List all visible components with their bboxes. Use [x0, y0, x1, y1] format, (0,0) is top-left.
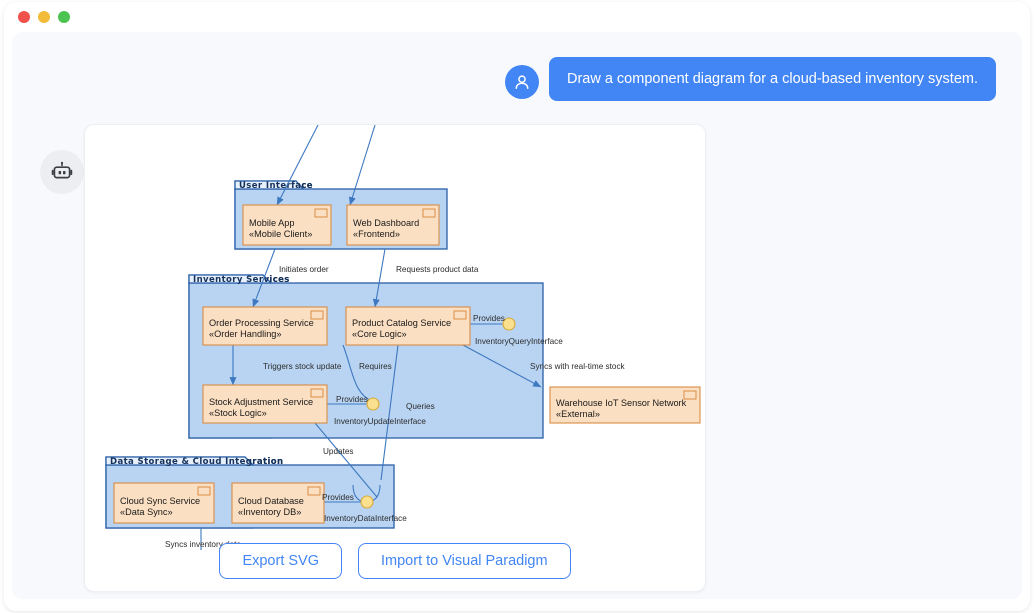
component-name: Product Catalog Service — [352, 318, 451, 328]
edge-label: Queries — [406, 402, 435, 411]
component-stereotype: «Stock Logic» — [209, 408, 267, 418]
component-name: Mobile App — [249, 218, 294, 228]
provides-label: Provides — [336, 395, 368, 404]
component-stereotype: «Order Handling» — [209, 329, 282, 339]
interface-ball-inventory-update[interactable] — [366, 397, 380, 411]
component-web-dashboard[interactable]: Web Dashboard «Frontend» — [346, 204, 440, 246]
component-order-processing-service[interactable]: Order Processing Service «Order Handling… — [202, 306, 328, 346]
component-product-catalog-service[interactable]: Product Catalog Service «Core Logic» — [345, 306, 471, 346]
provides-label: Provides — [473, 314, 505, 323]
interface-ball-inventory-query[interactable] — [502, 317, 516, 331]
edge-label: Updates — [323, 447, 354, 456]
component-stereotype: «Data Sync» — [120, 507, 173, 517]
app-window: Draw a component diagram for a cloud-bas… — [4, 2, 1030, 611]
edge-label: Syncs inventory data — [165, 540, 241, 549]
interface-ball-inventory-data[interactable] — [360, 495, 374, 509]
component-name: Cloud Database — [238, 496, 304, 506]
edge-label: Requests product data — [396, 265, 479, 274]
robot-icon — [40, 150, 84, 194]
component-warehouse-iot-sensor-network[interactable]: Warehouse IoT Sensor Network «External» — [549, 386, 701, 424]
component-cloud-database[interactable]: Cloud Database «Inventory DB» — [231, 482, 325, 524]
provided-interfaces — [360, 317, 516, 509]
component-diagram: User Interface Inventory Services Data S… — [105, 125, 701, 550]
component-name: Warehouse IoT Sensor Network — [556, 398, 687, 408]
user-message-row: Draw a component diagram for a cloud-bas… — [504, 57, 996, 102]
maximize-window-button[interactable] — [58, 11, 70, 23]
edge-label: Requires — [359, 362, 392, 371]
component-name: Cloud Sync Service — [120, 496, 200, 506]
diagram-actions: Export SVG Import to Visual Paradigm — [85, 543, 705, 579]
window-titlebar — [4, 2, 1030, 32]
component-stock-adjustment-service[interactable]: Stock Adjustment Service «Stock Logic» — [202, 384, 328, 424]
export-svg-button[interactable]: Export SVG — [219, 543, 342, 579]
pkg-label-ui: User Interface — [239, 181, 313, 191]
component-stereotype: «Frontend» — [353, 229, 400, 239]
component-stereotype: «Mobile Client» — [249, 229, 312, 239]
edge-label: Syncs with real-time stock — [530, 362, 626, 371]
component-stereotype: «External» — [556, 409, 600, 419]
component-stereotype: «Inventory DB» — [238, 507, 301, 517]
edge-label: Initiates order — [279, 265, 329, 274]
diagram-canvas[interactable]: User Interface Inventory Services Data S… — [85, 125, 705, 550]
component-mobile-app[interactable]: Mobile App «Mobile Client» — [242, 204, 332, 246]
person-icon — [504, 65, 539, 99]
interface-labels: Provides InventoryQueryInterface Provide… — [322, 314, 563, 523]
edge-label: Triggers stock update — [263, 362, 342, 371]
interface-name: InventoryUpdateInterface — [334, 417, 426, 426]
component-cloud-sync-service[interactable]: Cloud Sync Service «Data Sync» — [113, 482, 215, 524]
chat-pane: Draw a component diagram for a cloud-bas… — [12, 32, 1022, 599]
pkg-label-inv: Inventory Services — [193, 275, 290, 285]
minimize-window-button[interactable] — [38, 11, 50, 23]
pkg-label-data: Data Storage & Cloud Integration — [110, 457, 284, 467]
interface-name: InventoryQueryInterface — [475, 337, 563, 346]
diagram-card: User Interface Inventory Services Data S… — [84, 124, 706, 592]
interface-name: InventoryDataInterface — [324, 514, 407, 523]
component-name: Web Dashboard — [353, 218, 419, 228]
import-visual-paradigm-button[interactable]: Import to Visual Paradigm — [358, 543, 571, 579]
close-window-button[interactable] — [18, 11, 30, 23]
edge-labels: Initiates order Requests product data Tr… — [165, 265, 626, 549]
component-stereotype: «Core Logic» — [352, 329, 407, 339]
component-name: Stock Adjustment Service — [209, 397, 313, 407]
provides-label: Provides — [322, 493, 354, 502]
component-name: Order Processing Service — [209, 318, 314, 328]
user-message-bubble: Draw a component diagram for a cloud-bas… — [548, 57, 996, 102]
